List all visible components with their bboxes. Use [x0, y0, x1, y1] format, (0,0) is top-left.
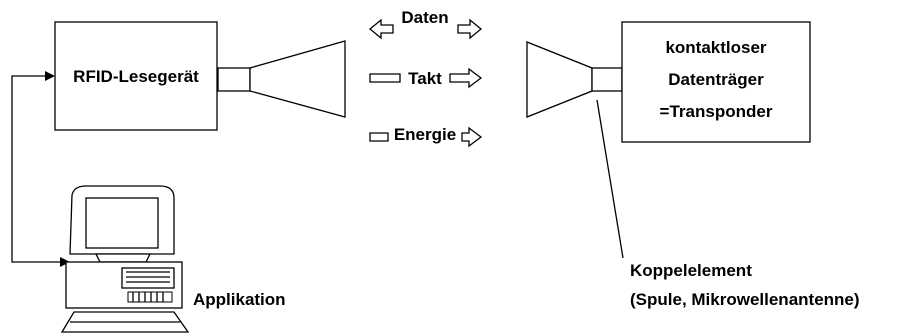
transponder-box [621, 21, 811, 143]
computer-label: Applikation [193, 290, 286, 309]
reader-antenna [217, 40, 346, 118]
channel-energy-label: Energie [394, 125, 456, 144]
vent-grid [127, 291, 173, 303]
energy-arrow-tail [369, 132, 389, 142]
transponder-label-line-2: Datenträger [668, 70, 764, 89]
drive-bay [121, 267, 175, 289]
coupling-label-line-1: Koppelelement [630, 261, 752, 280]
transponder-antenna [526, 41, 623, 118]
reader-input-arrowhead [45, 71, 55, 81]
rfid-reader-box [54, 21, 218, 131]
transponder-label-line-1: kontaktloser [665, 38, 766, 57]
energy-arrow-head [461, 126, 483, 148]
clock-arrow-head [449, 67, 483, 89]
channel-clock: Takt [369, 67, 483, 89]
computer-input-arrowhead [60, 257, 70, 267]
channel-data: Daten [368, 8, 483, 40]
application-link-line [11, 75, 62, 263]
clock-arrow-tail [369, 73, 401, 83]
reader-antenna-neck [217, 67, 251, 92]
coupling-pointer-line [596, 99, 624, 259]
data-arrow-right-head [457, 18, 483, 40]
coupling-element: Koppelelement (Spule, Mikrowellenantenne… [596, 99, 860, 309]
reader-antenna-horn [249, 40, 346, 118]
application-link [11, 71, 70, 267]
transponder-label-line-3: =Transponder [660, 102, 773, 121]
rfid-reader-label: RFID-Lesegerät [73, 67, 199, 86]
computer: Applikation [60, 185, 286, 333]
channel-data-label: Daten [401, 8, 448, 27]
coupling-label-line-2: (Spule, Mikrowellenantenne) [630, 290, 860, 309]
channel-clock-label: Takt [408, 69, 442, 88]
data-arrow-left-head [368, 18, 394, 40]
transponder: kontaktloser Datenträger =Transponder [621, 21, 811, 143]
monitor-screen [85, 197, 159, 249]
transponder-antenna-neck [591, 67, 623, 92]
transponder-antenna-horn [526, 41, 593, 118]
rfid-reader: RFID-Lesegerät [54, 21, 218, 131]
channel-energy: Energie [369, 125, 483, 148]
monitor-stand [94, 253, 152, 263]
